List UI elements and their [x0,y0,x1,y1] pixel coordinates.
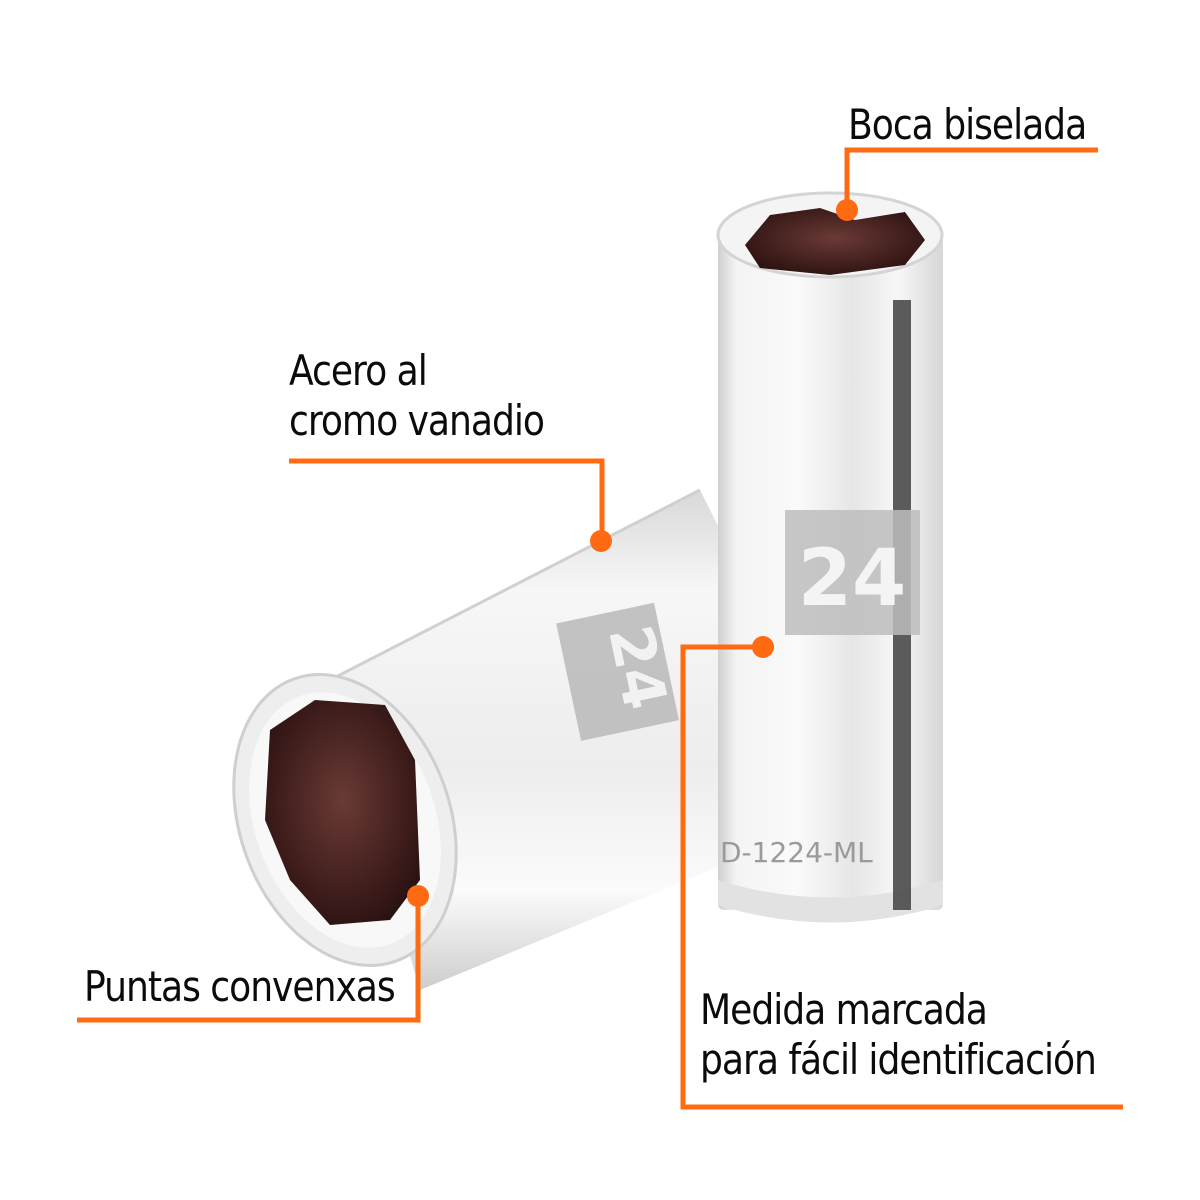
callout-text-line: Acero al [289,346,428,395]
callout-dot-puntas [407,885,429,907]
callout-label-acero-cromo-vanadio: Acero al cromo vanadio [289,346,545,446]
callout-label-puntas-convenxas: Puntas convenxas [84,962,396,1012]
svg-text:24: 24 [594,620,680,716]
callout-text-line: Boca biselada [848,100,1087,149]
callout-dot-acero [590,530,612,552]
callout-line-medida [680,644,1123,1110]
part-code: D-1224-ML [720,836,873,869]
size-marking: 24 [798,534,907,624]
callout-dots [407,199,858,907]
callout-line-puntas [77,898,421,1023]
callout-label-medida-marcada: Medida marcada para fácil identificación [700,985,1097,1085]
lying-socket: 24 [232,488,735,990]
callout-text-line: cromo vanadio [289,396,545,445]
callout-line-boca [844,147,1098,208]
callout-lines [77,147,1123,1110]
callout-line-acero [289,458,605,540]
callout-text-line: Medida marcada [700,985,988,1034]
standing-socket: 24 D-1224-ML [716,191,944,923]
callout-text-line: Puntas convenxas [84,962,396,1011]
callout-dot-medida [752,636,774,658]
callout-dot-boca [836,199,858,221]
callout-text-line: para fácil identificación [700,1035,1097,1084]
callout-label-boca-biselada: Boca biselada [848,100,1087,150]
